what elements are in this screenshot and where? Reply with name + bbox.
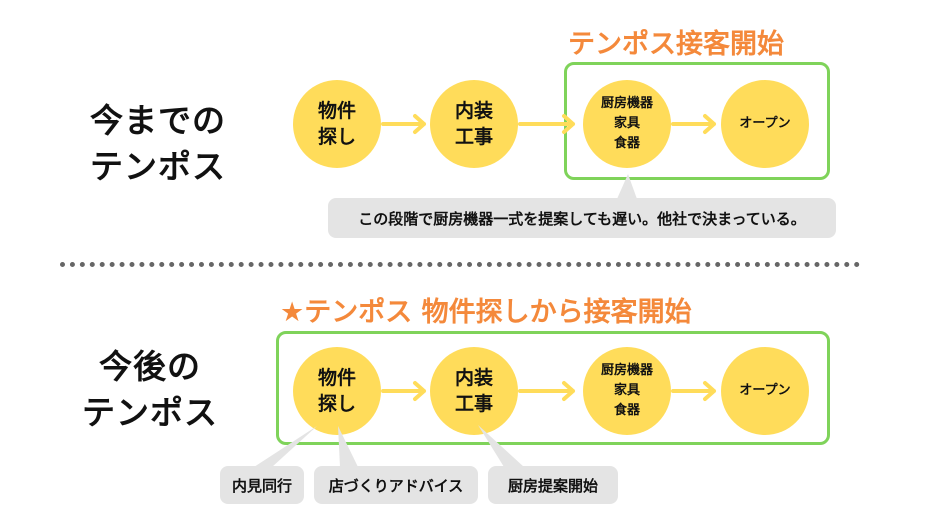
step-open-future: オープン [721,347,809,435]
arrow-3-current [671,114,716,134]
highlight-box-current [564,62,830,180]
note-viewing-accompaniment: 内見同行 [220,466,304,504]
arrow-3-future [671,381,716,401]
step-interior-work-current: 内装 工事 [430,80,518,168]
highlight-box-future [276,331,830,445]
pointer-store-advice [338,426,358,467]
section-divider [60,262,860,267]
step-property-search-future: 物件 探し [293,347,381,435]
step-property-search-current: 物件 探し [293,80,381,168]
arrow-2-current [518,114,575,134]
step-open-current: オープン [721,80,809,168]
note-store-design-advice: 店づくりアドバイス [314,466,478,504]
pointer-kitchen-proposal [478,425,524,467]
pointer-too-late [617,174,637,199]
arrow-1-future [381,381,426,401]
arrow-1-current [381,114,426,134]
row-label-future: 今後の テンポス [82,347,218,432]
heading-current: テンポス接客開始 [568,29,784,60]
step-interior-work-future: 内装 工事 [430,347,518,435]
arrow-2-future [518,381,575,401]
step-kitchen-equipment-current: 厨房機器 家具 食器 [583,80,671,168]
pointer-viewing [254,426,317,467]
note-too-late: この段階で厨房機器一式を提案しても遅い。他社で決まっている。 [328,198,836,238]
note-kitchen-proposal-start: 厨房提案開始 [488,466,618,504]
step-kitchen-equipment-future: 厨房機器 家具 食器 [583,347,671,435]
heading-future: ★テンポス 物件探しから接客開始 [280,297,692,328]
row-label-current: 今までの テンポス [90,101,226,186]
